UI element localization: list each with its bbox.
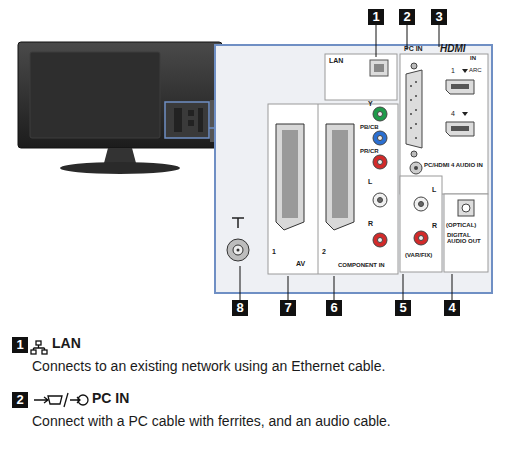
section-heading: PC IN [92,391,129,406]
leader-line [240,25,452,300]
callout-number: 1 [368,9,384,25]
signal-name: PB/CB [360,124,379,130]
port-name: ARC [469,67,482,73]
callout-number-text: 2 [16,392,23,407]
port-name: IN [470,55,476,61]
callout-number-text: 5 [399,300,406,315]
callout-number: 1 [12,337,28,353]
connector-panel [215,45,492,293]
callout-number: 8 [232,300,248,316]
signal-name: PR/CR [360,148,379,154]
callout-number: 3 [431,9,447,25]
callout-number-text: 7 [284,300,291,315]
port-number: 1 [451,67,455,74]
port-name: PC/HDMI 4 AUDIO IN [424,162,484,168]
port-name: (OPTICAL) [446,222,476,228]
port-name: AV [296,260,305,267]
callout-number-text: 2 [403,9,410,24]
signal-name: L [368,178,372,185]
port-name: DIGITAL AUDIO OUT [447,232,487,245]
port-name: PC IN [404,45,423,52]
callout-number: 2 [12,392,28,408]
port-number: 1 [272,248,276,255]
pc-in-icon [34,393,88,407]
description: Connects to an existing network using an… [32,359,385,374]
callout-number: 2 [399,9,415,25]
description: Connect with a PC cable with ferrites, a… [32,414,391,429]
callout-number-text: 4 [448,300,455,315]
callout-number-text: 1 [372,9,379,24]
section-heading: LAN [52,336,81,351]
signal-name: R [432,222,437,229]
port-name: HDMI [440,44,466,55]
port-name: COMPONENT IN [338,262,385,268]
tv-back [18,42,222,174]
port-name: LAN [329,57,343,64]
lan-icon [31,341,47,354]
signal-name: R [368,220,373,227]
port-number: 4 [451,110,455,117]
port-name: (VAR/FIX) [405,252,432,258]
callout-number-text: 8 [236,300,243,315]
callout-number: 4 [444,300,460,316]
callout-number: 6 [326,300,342,316]
signal-name: L [432,186,436,193]
signal-name: Y [368,100,373,107]
callout-number-text: 6 [330,300,337,315]
callout-number-text: 1 [16,337,23,352]
callout-number: 7 [280,300,296,316]
port-number: 2 [322,248,326,255]
callout-number: 5 [395,300,411,316]
callout-number-text: 3 [435,9,442,24]
